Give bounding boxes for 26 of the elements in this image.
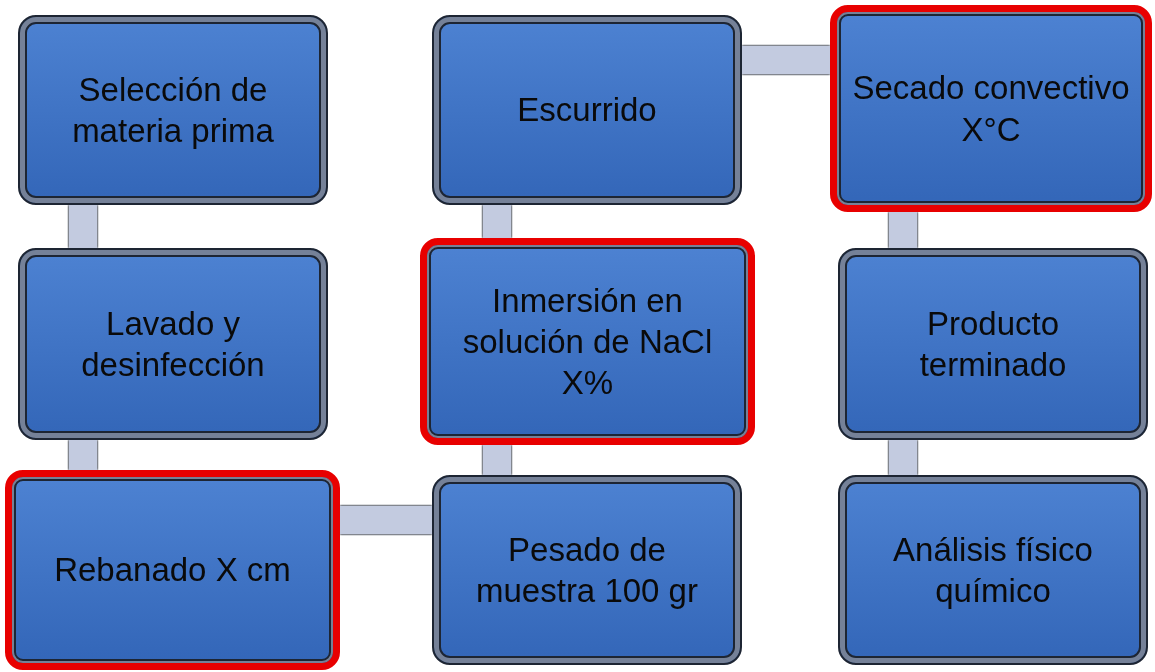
connector-bar [69, 205, 97, 248]
process-box [432, 15, 742, 205]
process-box [420, 238, 755, 445]
connector-bar [340, 506, 432, 534]
step-label: Análisis físico químico [892, 529, 1094, 611]
process-box [838, 248, 1148, 440]
step-label: Inmersión en solución de NaCl X% [461, 280, 714, 404]
process-box [18, 15, 328, 205]
step-label: Producto terminado [918, 303, 1068, 385]
step-label: Pesado de muestra 100 gr [475, 529, 699, 611]
step-label: Selección de materia prima [71, 69, 275, 151]
process-box [432, 475, 742, 665]
process-box [830, 5, 1152, 212]
process-box [838, 475, 1148, 665]
step-label: Lavado y desinfección [80, 303, 266, 385]
connector-bar [483, 445, 511, 475]
connector-bar [483, 205, 511, 238]
connector-bar [889, 212, 917, 248]
step-label: Escurrido [517, 90, 657, 131]
connector-bar [742, 46, 830, 74]
step-label: Rebanado X cm [54, 550, 291, 591]
step-label: Secado convectivo X°C [851, 68, 1131, 150]
connector-bar [889, 440, 917, 475]
process-box [18, 248, 328, 440]
connector-bar [69, 440, 97, 470]
process-box [5, 470, 340, 670]
